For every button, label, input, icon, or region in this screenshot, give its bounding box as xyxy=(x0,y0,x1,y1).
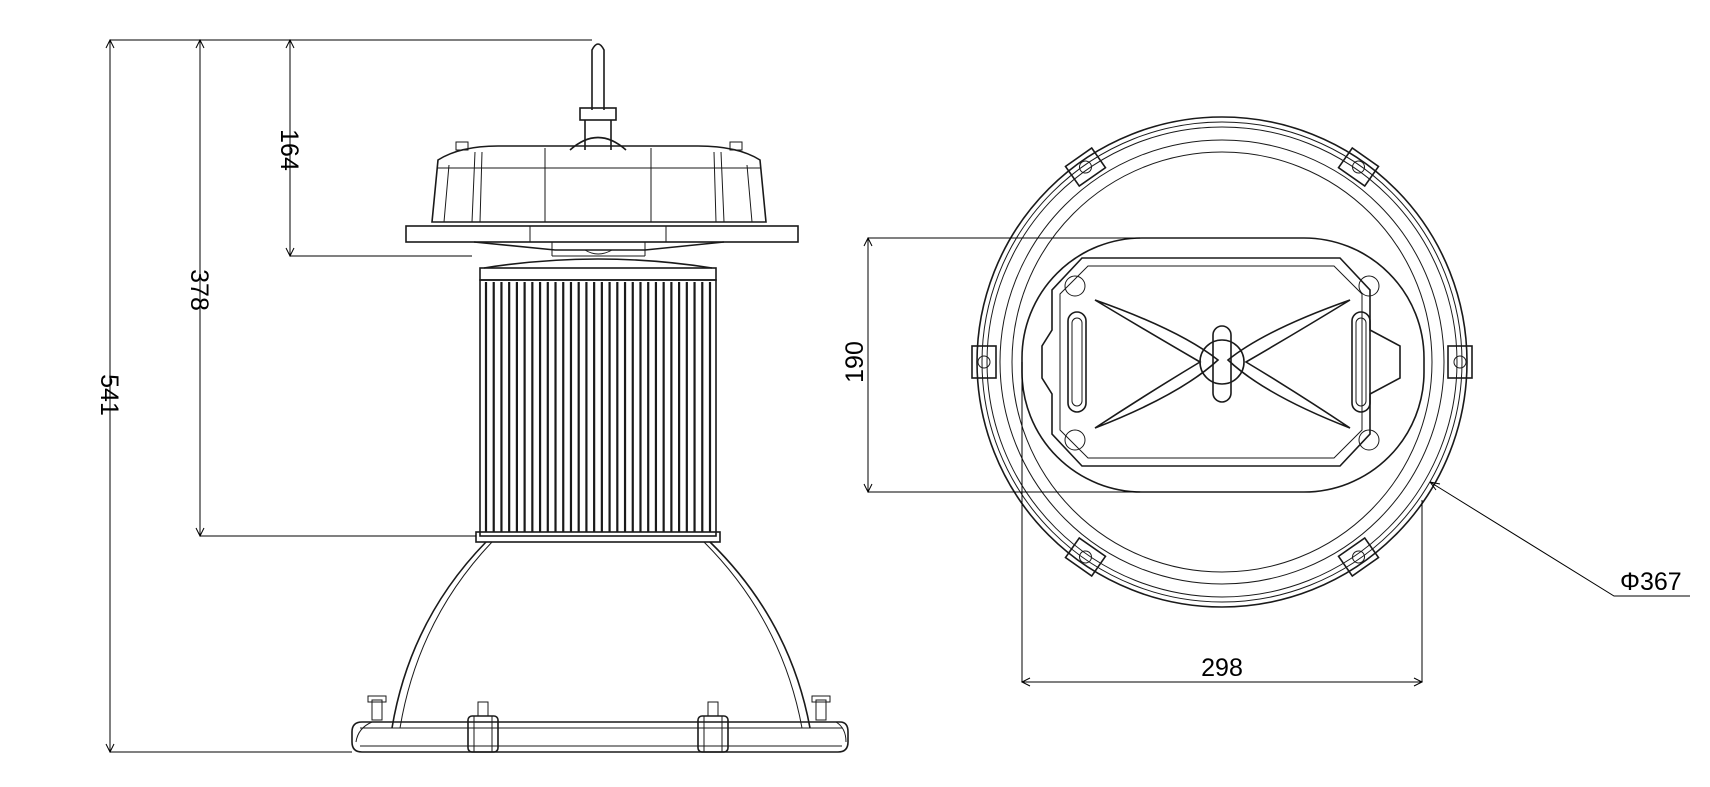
front-view: 190 298 Φ367 xyxy=(841,116,1690,687)
hook xyxy=(591,43,605,110)
heat-sink xyxy=(475,258,721,543)
bottom-clip xyxy=(811,695,831,721)
vent-slot-left xyxy=(1067,311,1087,413)
dim-label-164: 164 xyxy=(275,129,303,171)
base-flange xyxy=(405,225,799,243)
dimension-164: 164 xyxy=(275,38,592,258)
driver-box-inner xyxy=(1041,257,1401,467)
ring-clips xyxy=(971,146,1473,578)
vent-slot-right xyxy=(1351,311,1371,413)
dimension-541: 541 xyxy=(95,38,352,754)
outer-ring xyxy=(976,116,1468,608)
dimension-378: 378 xyxy=(185,38,476,538)
bottom-clip xyxy=(367,695,387,721)
dim-label-298: 298 xyxy=(1201,654,1243,682)
top-housing xyxy=(405,141,799,257)
reflector xyxy=(391,541,811,729)
dimension-diameter: Φ367 xyxy=(1429,481,1690,597)
dim-label-378: 378 xyxy=(185,269,213,311)
bottom-ring xyxy=(351,695,849,753)
hook-mount xyxy=(579,107,617,121)
dimension-190: 190 xyxy=(841,236,1140,494)
dim-label-190: 190 xyxy=(841,341,869,383)
x-bracket xyxy=(1094,299,1351,429)
dim-label-541: 541 xyxy=(95,374,123,416)
dim-label-diameter: Φ367 xyxy=(1620,568,1682,596)
dimension-298: 298 xyxy=(1020,362,1424,687)
bottom-clip xyxy=(697,701,729,753)
side-view: 164 378 541 xyxy=(95,38,849,754)
bottom-clip xyxy=(467,701,499,753)
